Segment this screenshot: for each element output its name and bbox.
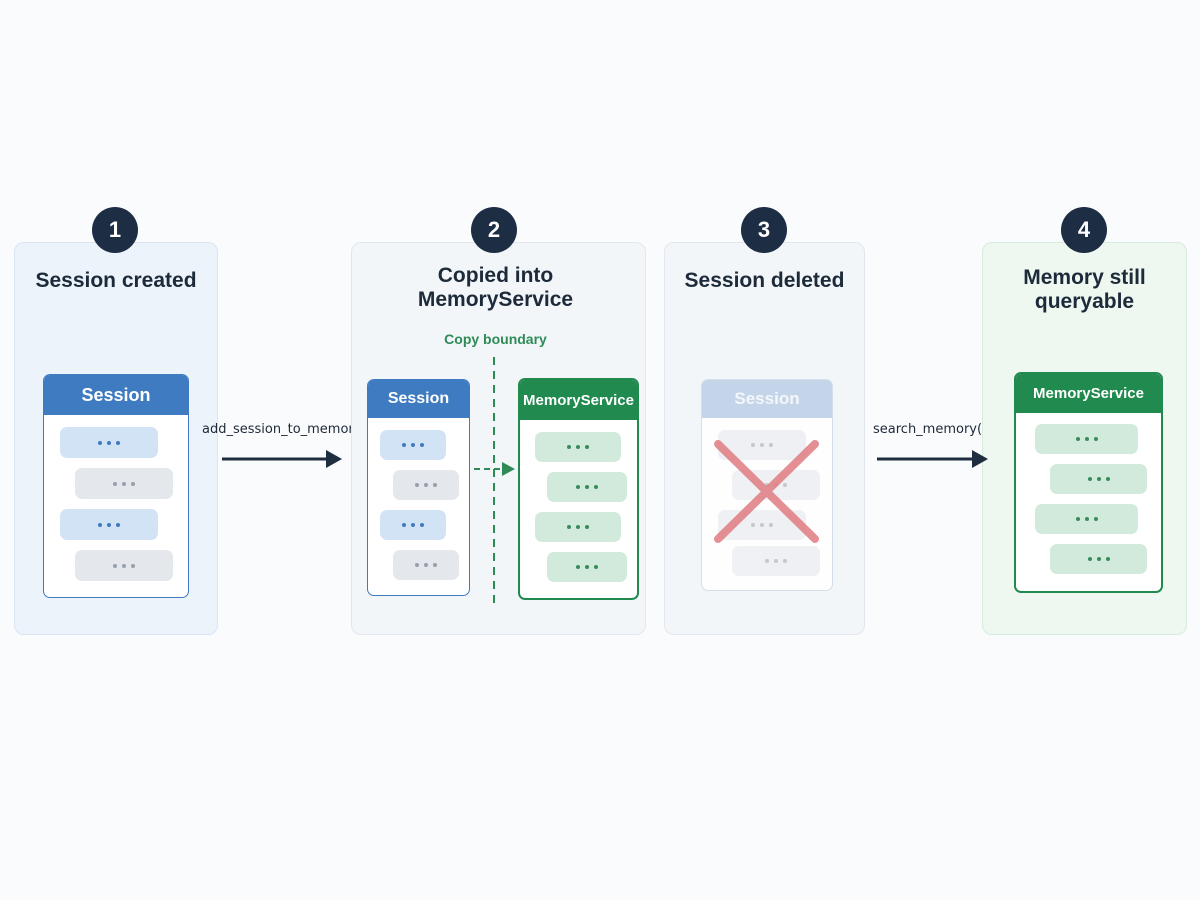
memory-message-bubble <box>535 432 621 462</box>
memory-service-card: MemoryService <box>518 378 639 600</box>
session-message-bubble <box>75 550 173 581</box>
memory-service-card: MemoryService <box>1014 372 1163 593</box>
search-memory-arrow <box>877 450 988 468</box>
session-message-bubble <box>75 468 173 499</box>
step-2-title: Copied into MemoryService <box>417 264 574 311</box>
copy-arrow <box>474 462 515 476</box>
session-message-bubble <box>393 550 459 580</box>
session-card-header: Session <box>44 375 188 415</box>
deleted-session-card: Session <box>701 379 833 591</box>
session-card: Session <box>367 379 470 596</box>
step-4-title: Memory still queryable <box>1023 266 1146 313</box>
memory-message-bubble <box>535 512 621 542</box>
memory-message-bubble <box>547 472 627 502</box>
memory-service-card-header: MemoryService <box>520 380 637 420</box>
session-message-bubble <box>380 510 446 540</box>
memory-message-bubble <box>1050 464 1147 494</box>
session-message-bubble <box>732 546 820 576</box>
session-message-bubble <box>393 470 459 500</box>
step-3-badge: 3 <box>741 207 787 253</box>
step-4-badge: 4 <box>1061 207 1107 253</box>
memory-message-bubble <box>1035 504 1138 534</box>
memory-service-card-header: MemoryService <box>1016 374 1161 413</box>
session-message-bubble <box>60 427 158 458</box>
add-session-to-memory-label: add_session_to_memory() <box>202 422 372 437</box>
session-message-bubble <box>60 509 158 540</box>
session-message-bubble <box>380 430 446 460</box>
copy-boundary-label: Copy boundary <box>444 331 547 347</box>
session-card: Session <box>43 374 189 598</box>
step-2-badge: 2 <box>471 207 517 253</box>
memory-message-bubble <box>547 552 627 582</box>
memory-message-bubble <box>1035 424 1138 454</box>
search-memory-label: search_memory() <box>873 422 988 437</box>
memory-message-bubble <box>1050 544 1147 574</box>
deleted-x-icon <box>714 440 819 543</box>
add-session-arrow <box>222 450 342 468</box>
step-1-badge: 1 <box>92 207 138 253</box>
session-card-header: Session <box>368 380 469 418</box>
deleted-session-card-header: Session <box>702 380 832 418</box>
step-3-title: Session deleted <box>684 269 845 292</box>
step-1-title: Session created <box>35 269 197 292</box>
